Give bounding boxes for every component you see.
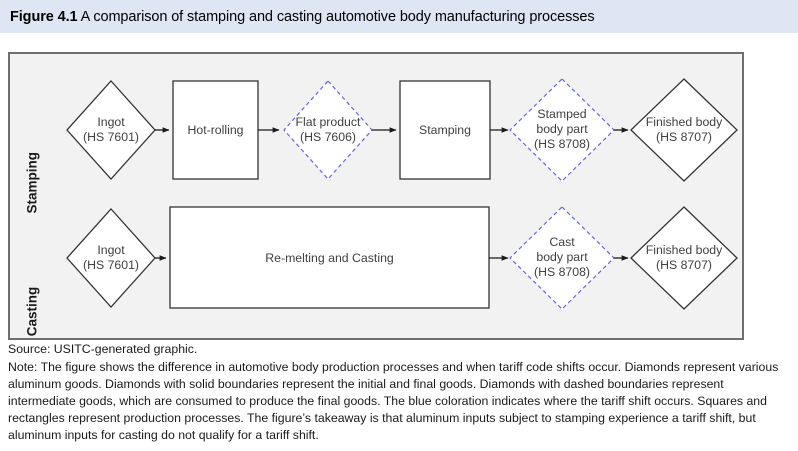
node-cast-body-part-line-0: Cast: [549, 235, 575, 249]
node-stamped-body-part-line-2: (HS 8708): [534, 137, 590, 151]
node-stamped-body-part-line-0: Stamped: [537, 107, 586, 121]
figure-title-text: A comparison of stamping and casting aut…: [77, 8, 595, 25]
figure-number: Figure 4.1: [10, 8, 78, 25]
node-ingot-stamping-line-1: (HS 7601): [83, 130, 139, 144]
node-ingot-casting: [66, 208, 156, 308]
node-cast-body-part: [509, 206, 615, 310]
node-flat-product-line-1: (HS 7606): [300, 130, 356, 144]
node-finished-body-casting: [630, 206, 738, 310]
node-ingot-casting-line-1: (HS 7601): [83, 258, 139, 272]
diagram-frame: Stamping Casting Ingot (HS 7601) Hot-rol…: [8, 52, 744, 340]
process-flow-diagram: Ingot (HS 7601) Hot-rolling Flat product…: [66, 78, 738, 310]
node-stamping-process: [399, 80, 491, 180]
source-line: Source: USITC-generated graphic.: [8, 342, 198, 356]
node-stamped-body-part: [509, 78, 615, 182]
node-finished-body-stamping: [630, 78, 738, 182]
node-flat-product: [283, 80, 373, 180]
node-stamping-process-line-0: Stamping: [419, 123, 471, 137]
page-title: Figure 4.1 A comparison of stamping and …: [0, 9, 595, 25]
node-hot-rolling-line-0: Hot-rolling: [187, 123, 243, 137]
node-ingot-stamping: [66, 80, 156, 180]
node-hot-rolling: [172, 80, 259, 180]
figure-title-banner: Figure 4.1 A comparison of stamping and …: [0, 0, 798, 33]
node-ingot-casting-line-0: Ingot: [97, 243, 125, 257]
figure-footnotes: Source: USITC-generated graphic. Note: T…: [8, 341, 790, 444]
node-ingot-stamping-line-0: Ingot: [97, 115, 125, 129]
note-line: Note: The figure shows the difference in…: [8, 359, 779, 442]
node-finished-body-casting-line-1: (HS 8707): [656, 258, 712, 272]
node-flat-product-line-0: Flat product: [296, 115, 362, 129]
node-stamped-body-part-line-1: body part: [536, 122, 588, 136]
node-re-melting-and-casting: [169, 206, 490, 309]
node-finished-body-stamping-line-1: (HS 8707): [656, 130, 712, 144]
node-finished-body-stamping-line-0: Finished body: [646, 115, 723, 129]
node-finished-body-casting-line-0: Finished body: [646, 243, 723, 257]
node-cast-body-part-line-2: (HS 8708): [534, 265, 590, 279]
node-cast-body-part-line-1: body part: [536, 250, 588, 264]
node-re-melting-and-casting-line-0: Re-melting and Casting: [265, 251, 394, 265]
